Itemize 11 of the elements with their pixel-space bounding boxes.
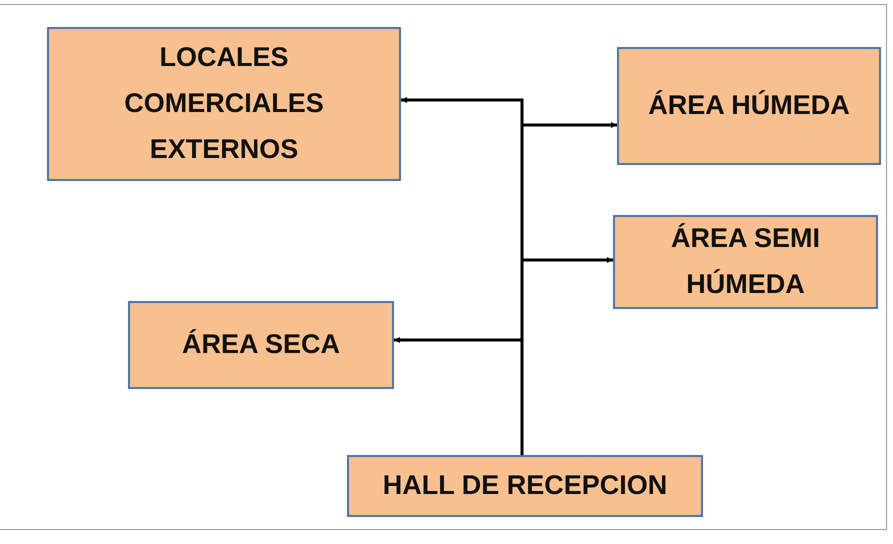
- area-label: ÁREA SECA: [182, 328, 340, 362]
- arrow: [394, 337, 524, 455]
- area-label: HALL DE RECEPCION: [382, 469, 668, 502]
- area-box: [347, 455, 703, 517]
- area-box: [617, 47, 881, 165]
- area-box: [128, 301, 394, 389]
- area-label: LOCALES COMERCIALES EXTERNOS: [123, 41, 325, 166]
- area-box: [47, 27, 401, 181]
- area-box: [613, 215, 878, 309]
- area-label: ÁREA SEMI HÚMEDA: [670, 222, 821, 301]
- area-label: ÁREA HÚMEDA: [648, 89, 850, 122]
